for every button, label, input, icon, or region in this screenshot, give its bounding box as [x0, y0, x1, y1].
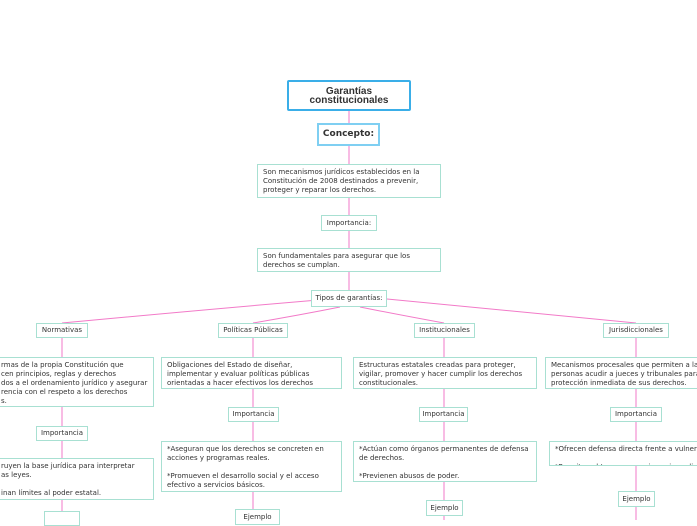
- normativas-importance-text[interactable]: ruyen la base jurídica para interpretar …: [0, 458, 154, 500]
- jurisdiccionales-importance-text[interactable]: *Ofrecen defensa directa frente a vulner…: [549, 441, 697, 466]
- type-jurisdiccionales[interactable]: Jurisdiccionales: [603, 323, 669, 338]
- concept-node[interactable]: Concepto:: [317, 123, 380, 146]
- jurisdiccionales-text[interactable]: Mecanismos procesales que permiten a las…: [545, 357, 697, 389]
- normativas-next-node[interactable]: [44, 511, 80, 526]
- types-node[interactable]: Tipos de garantías:: [311, 290, 387, 307]
- politicas-text[interactable]: Obligaciones del Estado de diseñar, impl…: [161, 357, 342, 389]
- politicas-importance-text[interactable]: *Aseguran que los derechos se concreten …: [161, 441, 342, 492]
- institucionales-importance[interactable]: Importancia: [419, 407, 468, 422]
- concept-text[interactable]: Son mecanismos jurídicos establecidos en…: [257, 164, 441, 198]
- politicas-example[interactable]: Ejemplo: [235, 509, 280, 525]
- institucionales-example[interactable]: Ejemplo: [426, 500, 463, 516]
- importance-node[interactable]: Importancia:: [321, 215, 377, 231]
- type-institucionales[interactable]: Institucionales: [414, 323, 475, 338]
- type-normativas[interactable]: Normativas: [36, 323, 88, 338]
- jurisdiccionales-importance[interactable]: Importancia: [610, 407, 662, 422]
- institucionales-importance-text[interactable]: *Actúan como órganos permanentes de defe…: [353, 441, 537, 482]
- normativas-text[interactable]: rmas de la propia Constitución que cen p…: [0, 357, 154, 407]
- jurisdiccionales-example[interactable]: Ejemplo: [618, 491, 655, 507]
- politicas-importance[interactable]: Importancia: [228, 407, 279, 422]
- institucionales-text[interactable]: Estructuras estatales creadas para prote…: [353, 357, 537, 389]
- importance-text[interactable]: Son fundamentales para asegurar que los …: [257, 248, 441, 272]
- type-politicas-publicas[interactable]: Políticas Públicas: [218, 323, 288, 338]
- central-topic[interactable]: Garantías constitucionales: [287, 80, 411, 111]
- normativas-importance[interactable]: Importancia: [36, 426, 88, 441]
